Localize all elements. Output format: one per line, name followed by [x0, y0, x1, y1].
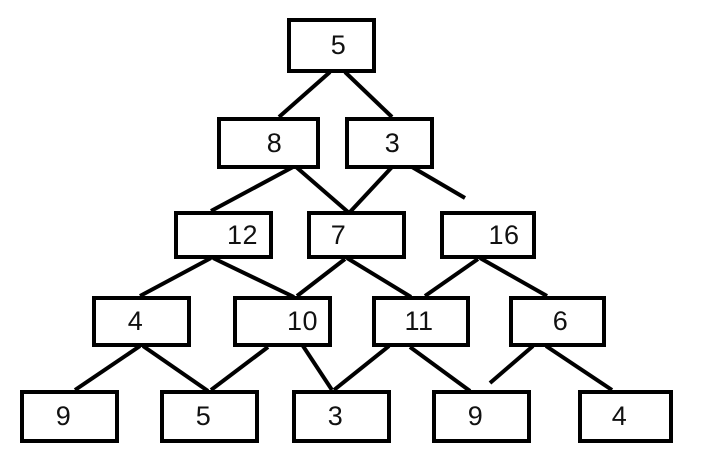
node-value-label: 6 [552, 306, 569, 336]
edge-n0-to-n2 [343, 70, 394, 119]
node-value-label: 4 [127, 306, 144, 336]
node-box-n11[interactable]: 5 [160, 390, 259, 443]
node-box-n4[interactable]: 7 [307, 211, 406, 259]
node-value-label: 4 [611, 401, 628, 431]
node-box-n1[interactable]: 8 [217, 117, 320, 169]
edge-n9-to-n13 [488, 344, 535, 385]
node-value-label: 3 [327, 401, 344, 431]
node-box-n12[interactable]: 3 [292, 390, 391, 443]
node-box-n13[interactable]: 9 [432, 390, 531, 443]
node-box-n10[interactable]: 9 [20, 390, 119, 443]
node-box-n7[interactable]: 10 [233, 296, 332, 347]
node-value-label: 11 [404, 306, 434, 336]
edge-n1-to-n4 [293, 164, 350, 214]
edge-n5-to-n8 [423, 257, 480, 298]
edge-n3-to-n7 [212, 256, 295, 299]
edge-n5-to-n9 [479, 256, 548, 298]
node-value-label: 9 [467, 401, 484, 431]
node-box-n3[interactable]: 12 [174, 211, 273, 259]
edge-n3-to-n6 [139, 256, 212, 298]
node-value-label: 10 [286, 306, 319, 336]
node-value-label: 8 [266, 127, 283, 158]
edge-n6-to-n11 [141, 344, 210, 393]
edge-n6-to-n10 [73, 344, 142, 392]
edge-n9-to-n14 [544, 344, 614, 392]
edge-n7-to-n11 [209, 345, 270, 392]
node-box-n9[interactable]: 6 [509, 296, 606, 347]
edge-n1-to-n3 [210, 165, 294, 213]
node-box-n14[interactable]: 4 [578, 390, 673, 443]
edge-n4-to-n8 [345, 256, 413, 299]
node-value-label: 16 [488, 219, 520, 250]
edge-n4-to-n7 [295, 257, 347, 298]
node-box-n0[interactable]: 5 [287, 18, 376, 73]
node-value-label: 5 [195, 401, 212, 431]
node-box-n6[interactable]: 4 [92, 296, 191, 347]
edge-n2-to-n4 [348, 165, 394, 214]
node-value-label: 7 [330, 219, 347, 250]
node-value-label: 9 [55, 401, 72, 431]
node-box-n2[interactable]: 3 [345, 117, 434, 169]
edge-n8-to-n13 [408, 345, 472, 393]
node-box-n8[interactable]: 11 [372, 296, 470, 347]
node-box-n5[interactable]: 16 [440, 211, 536, 259]
edge-n2-to-n5 [410, 165, 467, 200]
node-value-label: 3 [384, 127, 401, 158]
edge-n8-to-n12 [332, 344, 391, 392]
edge-n0-to-n1 [277, 70, 332, 119]
node-value-label: 5 [330, 30, 347, 60]
edge-n7-to-n12 [301, 344, 334, 392]
node-value-label: 12 [226, 219, 259, 250]
